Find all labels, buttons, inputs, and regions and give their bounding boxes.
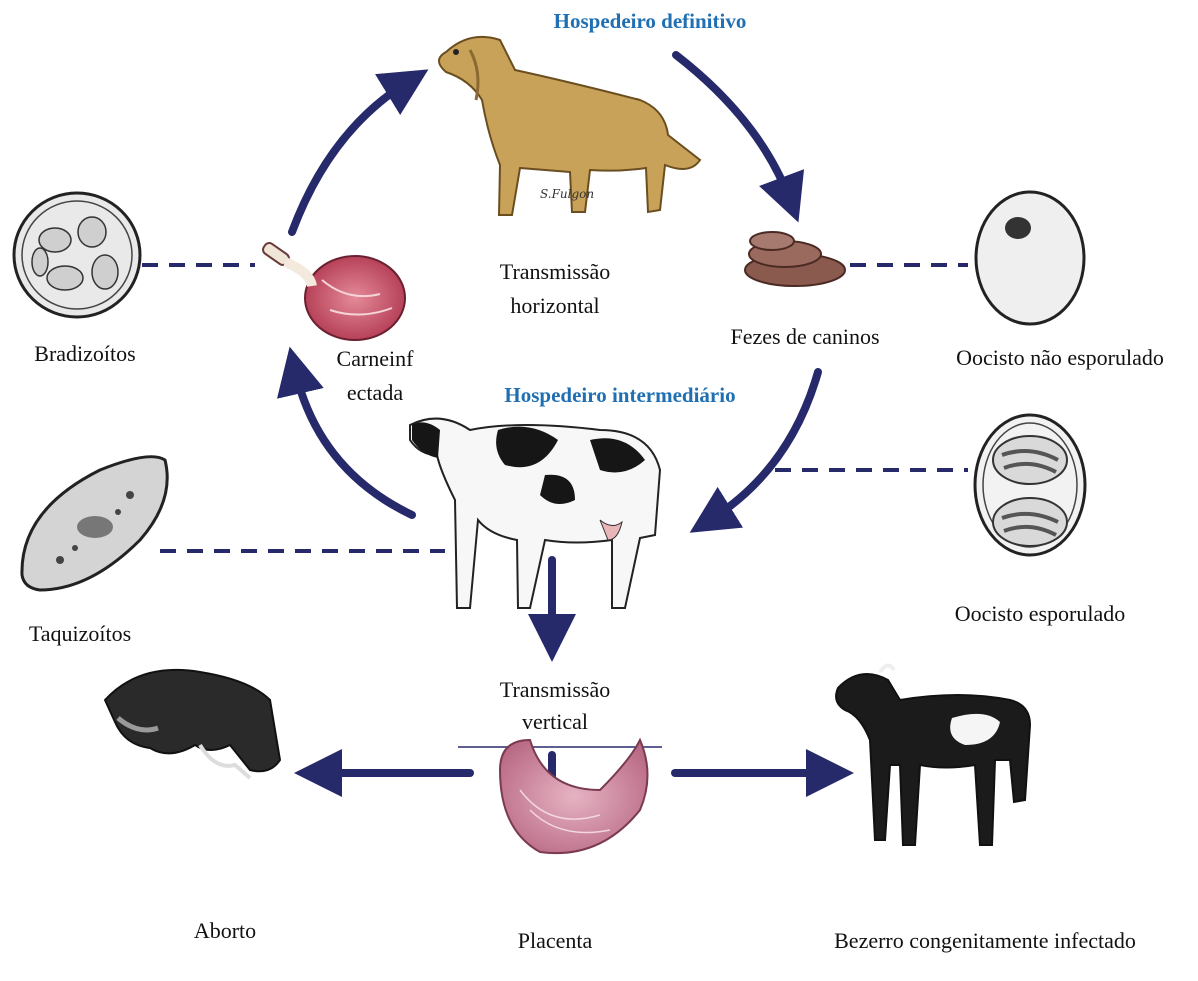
arrow-meat-to-dog xyxy=(292,82,408,232)
arrow-dog-to-feces xyxy=(676,55,790,200)
congenital-calf-label: Bezerro congenitamente infectado xyxy=(795,927,1175,955)
abortion-label: Aborto xyxy=(150,917,300,945)
unsporulated-oocyst-icon xyxy=(976,192,1084,324)
sporulated-oocyst-label: Oocisto esporulado xyxy=(920,600,1160,628)
definitive-host-title: Hospedeiro definitivo xyxy=(460,8,840,34)
infected-meat-line1: Carneinf xyxy=(315,345,435,373)
horizontal-transmission-line2: horizontal xyxy=(455,292,655,320)
svg-text:S.Fulgon: S.Fulgon xyxy=(540,187,594,201)
infected-meat-line2: ectada xyxy=(315,379,435,407)
intermediate-host-title: Hospedeiro intermediário xyxy=(430,382,810,408)
horizontal-transmission-line1: Transmissão xyxy=(455,258,655,286)
feces-icon xyxy=(745,232,845,286)
aborted-calf-icon xyxy=(105,670,280,778)
vertical-transmission-line2: vertical xyxy=(455,708,655,736)
vertical-transmission-label: Transmissão vertical xyxy=(455,676,655,735)
tachyzoites-label: Taquizoítos xyxy=(0,620,160,648)
dog-icon: S.Fulgon xyxy=(439,37,700,215)
placenta-icon xyxy=(500,740,648,853)
bradyzoite-cyst-icon xyxy=(14,193,140,317)
vertical-transmission-line1: Transmissão xyxy=(455,676,655,704)
calf-icon xyxy=(836,665,1030,845)
sporulated-oocyst-icon xyxy=(975,415,1085,555)
meat-icon xyxy=(261,241,405,340)
cow-icon xyxy=(410,419,660,608)
horizontal-transmission-label: Transmissão horizontal xyxy=(455,258,655,319)
bradyzoites-label: Bradizoítos xyxy=(0,340,170,368)
infected-meat-label: Carneinf ectada xyxy=(315,345,435,406)
unsporulated-oocyst-label: Oocisto não esporulado xyxy=(925,344,1195,372)
feces-label: Fezes de caninos xyxy=(690,323,920,351)
placenta-label: Placenta xyxy=(480,927,630,955)
tachyzoite-icon xyxy=(22,457,167,590)
